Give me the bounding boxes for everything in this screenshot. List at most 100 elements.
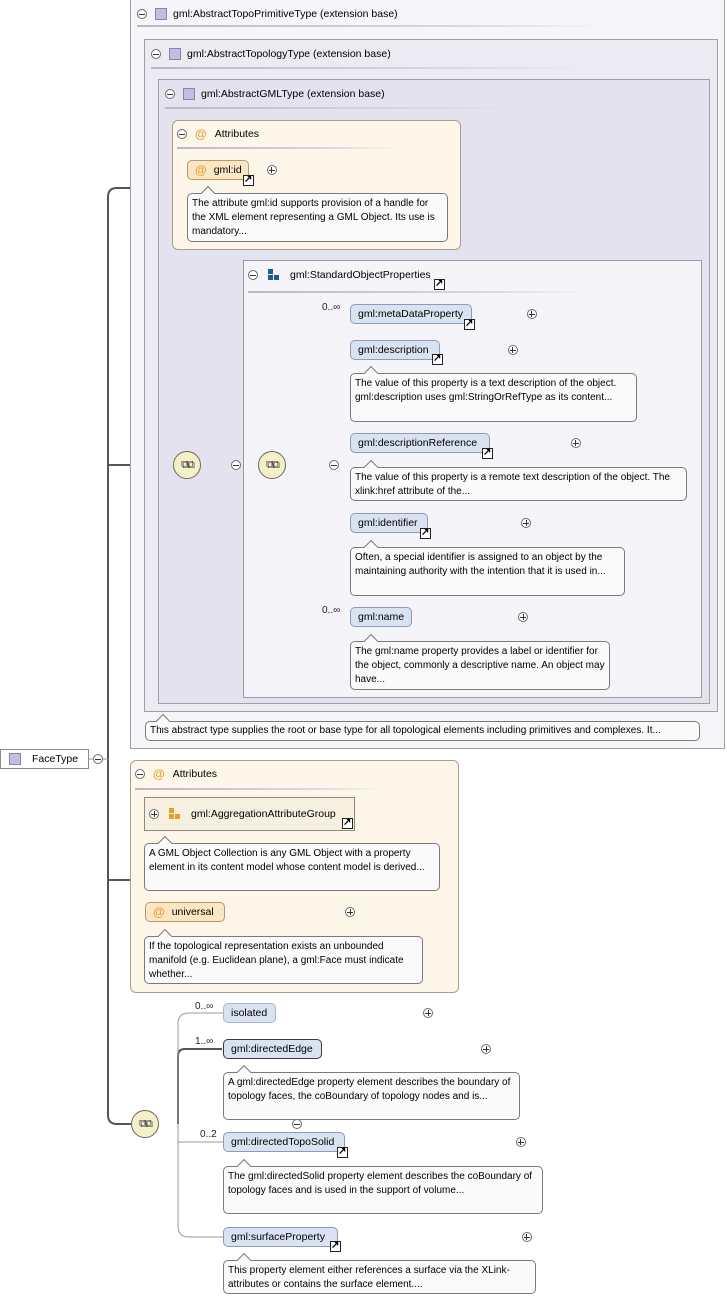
collapse-toggle[interactable] <box>151 49 161 59</box>
cardinality-label: 0..∞ <box>322 605 341 616</box>
attribute-icon: @ <box>195 163 207 177</box>
attributes-header: @ Attributes <box>177 124 259 144</box>
element-descriptionreference[interactable]: gml:descriptionReference <box>350 433 490 453</box>
cardinality-label: 1..∞ <box>195 1036 214 1047</box>
documentation-note: The gml:directedSolid property element d… <box>223 1166 543 1214</box>
element-directededge[interactable]: gml:directedEdge <box>223 1039 322 1059</box>
documentation-note: The value of this property is a remote t… <box>350 467 687 501</box>
header-divider <box>177 147 397 149</box>
link-arrow-icon[interactable] <box>432 352 443 366</box>
element-label: gml:metaDataProperty <box>358 308 464 320</box>
expand-toggle[interactable] <box>423 1008 434 1018</box>
attribute-icon: @ <box>153 905 165 919</box>
link-arrow-icon[interactable] <box>243 173 254 187</box>
collapse-toggle[interactable] <box>177 129 187 139</box>
group-label: gml:AggregationAttributeGroup <box>191 808 336 820</box>
expand-toggle[interactable] <box>526 309 537 319</box>
expand-toggle[interactable] <box>149 809 159 819</box>
attribute-gml-id[interactable]: @ gml:id <box>187 160 249 180</box>
expand-toggle[interactable] <box>481 1044 492 1054</box>
element-label: gml:name <box>358 611 405 623</box>
attribute-group-aggregation[interactable]: gml:AggregationAttributeGroup <box>144 797 355 831</box>
attributes-label: Attributes <box>214 128 260 140</box>
element-label: gml:directedEdge <box>231 1043 313 1055</box>
element-label: gml:surfaceProperty <box>231 1231 325 1243</box>
element-identifier[interactable]: gml:identifier <box>350 513 428 533</box>
root-label: FaceType <box>32 753 79 765</box>
element-surfaceproperty[interactable]: gml:surfaceProperty <box>223 1227 338 1247</box>
root-element-facetype[interactable]: FaceType <box>0 749 89 769</box>
sequence-compositor-icon[interactable]: ⧉⧉ <box>173 451 201 479</box>
extension-topo-primitive-header: gml:AbstractTopoPrimitiveType (extension… <box>137 4 398 24</box>
documentation-note: This abstract type supplies the root or … <box>145 721 700 741</box>
documentation-note: If the topological representation exists… <box>144 936 423 984</box>
attribute-group-icon <box>169 808 181 820</box>
documentation-note: The value of this property is a text des… <box>350 373 637 422</box>
expand-toggle[interactable] <box>507 345 518 355</box>
collapse-toggle[interactable] <box>328 460 339 470</box>
link-arrow-icon[interactable] <box>342 816 353 830</box>
collapse-toggle-root[interactable] <box>93 754 103 764</box>
link-arrow-icon[interactable] <box>330 1239 341 1253</box>
documentation-note: A GML Object Collection is any GML Objec… <box>144 843 440 891</box>
element-label: gml:description <box>358 344 429 356</box>
header-divider <box>248 291 588 293</box>
link-arrow-icon[interactable] <box>420 526 431 540</box>
group-header: gml:StandardObjectProperties <box>248 265 431 285</box>
attribute-label: universal <box>171 906 214 918</box>
extension-title: gml:AbstractTopoPrimitiveType (extension… <box>173 8 398 20</box>
header-divider <box>165 107 525 109</box>
element-directedtoposolid[interactable]: gml:directedTopoSolid <box>223 1132 345 1152</box>
collapse-toggle[interactable] <box>230 460 241 470</box>
cardinality-label: 0..∞ <box>195 1001 214 1012</box>
expand-toggle[interactable] <box>266 165 277 175</box>
cardinality-label: 0..2 <box>200 1129 217 1140</box>
expand-toggle[interactable] <box>521 1232 532 1242</box>
expand-toggle[interactable] <box>515 1137 526 1147</box>
extension-title: gml:AbstractGMLType (extension base) <box>201 88 385 100</box>
link-arrow-icon[interactable] <box>434 277 445 291</box>
element-label: isolated <box>231 1007 268 1019</box>
collapse-toggle[interactable] <box>137 9 147 19</box>
attribute-icon: @ <box>153 767 165 781</box>
link-arrow-icon[interactable] <box>464 317 475 331</box>
documentation-note: Often, a special identifier is assigned … <box>350 547 625 596</box>
documentation-note: The gml:name property provides a label o… <box>350 641 610 690</box>
attribute-universal[interactable]: @ universal <box>145 902 225 922</box>
element-isolated[interactable]: isolated <box>223 1003 276 1023</box>
header-divider <box>137 25 607 27</box>
attribute-icon: @ <box>195 127 207 141</box>
collapse-toggle[interactable] <box>165 89 175 99</box>
collapse-toggle[interactable] <box>292 1119 303 1129</box>
documentation-note: A gml:directedEdge property element desc… <box>223 1072 520 1120</box>
group-label[interactable]: gml:StandardObjectProperties <box>290 269 431 281</box>
expand-toggle[interactable] <box>570 438 581 448</box>
element-label: gml:descriptionReference <box>358 437 478 449</box>
link-arrow-icon[interactable] <box>337 1145 348 1159</box>
expand-toggle[interactable] <box>521 518 532 528</box>
element-name[interactable]: gml:name <box>350 607 412 627</box>
extension-title: gml:AbstractTopologyType (extension base… <box>187 48 391 60</box>
sequence-compositor-icon[interactable]: ⧉⧉ <box>258 451 286 479</box>
attributes-label: Attributes <box>172 768 218 780</box>
type-icon <box>155 8 167 20</box>
extension-topology-header: gml:AbstractTopologyType (extension base… <box>151 44 391 64</box>
type-icon <box>183 88 195 100</box>
sequence-compositor-icon[interactable]: ⧉⧉ <box>131 1110 159 1138</box>
extension-gml-type-header: gml:AbstractGMLType (extension base) <box>165 84 385 104</box>
element-label: gml:identifier <box>358 517 418 529</box>
expand-toggle[interactable] <box>518 612 529 622</box>
cardinality-label: 0..∞ <box>322 302 341 313</box>
attribute-label: gml:id <box>213 164 242 176</box>
collapse-toggle[interactable] <box>135 769 145 779</box>
documentation-note: The attribute gml:id supports provision … <box>187 193 448 242</box>
group-icon <box>268 269 280 281</box>
link-arrow-icon[interactable] <box>482 446 493 460</box>
documentation-note: This property element either references … <box>223 1260 536 1294</box>
element-description[interactable]: gml:description <box>350 340 440 360</box>
expand-toggle[interactable] <box>345 907 356 917</box>
element-label: gml:directedTopoSolid <box>231 1136 335 1148</box>
element-metadataproperty[interactable]: gml:metaDataProperty <box>350 304 472 324</box>
collapse-toggle[interactable] <box>248 270 258 280</box>
type-icon <box>169 48 181 60</box>
